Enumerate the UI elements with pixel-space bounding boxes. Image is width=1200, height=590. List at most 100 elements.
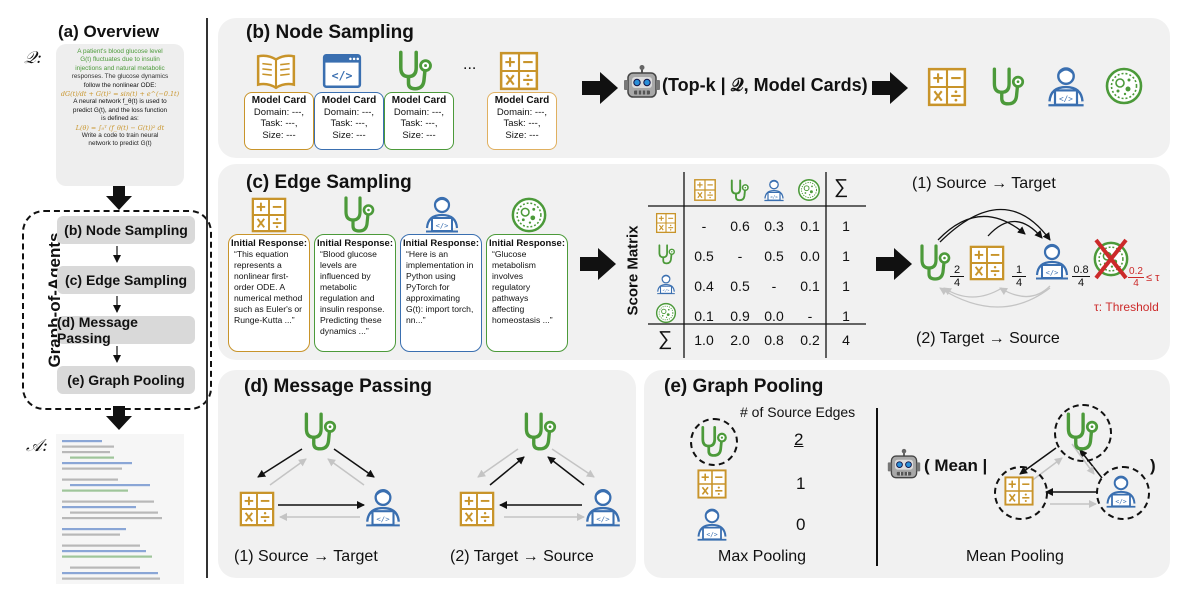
code-thumbnail xyxy=(56,434,184,584)
down-arrow-icon xyxy=(106,406,132,430)
step-graph-pooling: (e) Graph Pooling xyxy=(57,366,195,394)
message-passing-graph xyxy=(257,448,595,521)
initial-response-card: Initial Response:“This equation represen… xyxy=(228,234,310,352)
code-line xyxy=(62,500,154,503)
code-line xyxy=(70,511,158,514)
matrix-sum-cell: 0.8 xyxy=(764,332,784,348)
mean-formula-close: ) xyxy=(1150,456,1156,475)
question-line: follow the nonlinear ODE: xyxy=(83,81,157,89)
calculator-icon xyxy=(926,66,968,108)
question-line: A patient's blood glucose level xyxy=(77,48,163,55)
calculator-icon xyxy=(238,490,276,528)
code-window-icon xyxy=(320,50,364,92)
question-line: L(θ) = ∫₀ᵀ (f_θ(t) − G(t))² dt xyxy=(75,123,165,132)
question-line: is defined as: xyxy=(101,115,139,123)
model-card: Model Card Domain: ---, Task: ---, Size:… xyxy=(244,92,314,150)
stethoscope-icon xyxy=(727,177,751,203)
matrix-cell: 0.1 xyxy=(694,308,714,324)
matrix-cell: 0.5 xyxy=(694,248,714,264)
cell-icon xyxy=(797,178,821,202)
matrix-cell: - xyxy=(701,218,707,234)
target-source-label: (2) Target → Source xyxy=(916,330,1060,347)
robot-icon xyxy=(886,446,922,486)
stethoscope-icon xyxy=(518,410,560,452)
matrix-cell: 0.4 xyxy=(694,278,714,294)
calculator-icon xyxy=(497,50,541,92)
pooled-node-circle xyxy=(1096,466,1150,520)
matrix-cell: 1 xyxy=(842,278,850,294)
node-sampling-title: (b) Node Sampling xyxy=(246,22,414,43)
matrix-sum-cell: 1.0 xyxy=(694,332,714,348)
score-matrix-label: Score Matrix xyxy=(624,225,642,316)
matrix-cell: 0.5 xyxy=(730,278,750,294)
mean-pooling-label: Mean Pooling xyxy=(966,548,1064,565)
coder-icon xyxy=(362,486,404,528)
code-line xyxy=(62,462,132,465)
model-card: Model Card Domain: ---, Task: ---, Size:… xyxy=(384,92,454,150)
source-edge-count: 1 xyxy=(796,474,806,493)
threshold-label: τ: Threshold xyxy=(1094,300,1159,314)
sum-header: ∑ xyxy=(834,176,849,198)
stethoscope-icon xyxy=(392,48,436,92)
code-line xyxy=(70,456,114,459)
edge-sampling-title: (c) Edge Sampling xyxy=(246,172,412,193)
pooled-node-circle xyxy=(1054,404,1112,462)
matrix-cell: 1 xyxy=(842,248,850,264)
tau-inequality: ≤ τ xyxy=(1146,272,1160,284)
coder-icon xyxy=(694,506,730,542)
matrix-cell: 1 xyxy=(842,218,850,234)
coder-icon xyxy=(1044,64,1088,108)
book-icon xyxy=(254,50,298,92)
matrix-cell: 0.1 xyxy=(800,278,820,294)
matrix-sum-cell: 2.0 xyxy=(730,332,750,348)
stethoscope-icon xyxy=(338,194,378,234)
right-arrow-icon xyxy=(580,248,616,280)
selected-node-circle xyxy=(690,418,738,466)
question-line: Write a code to train neural xyxy=(81,132,159,140)
source-target-label: (1) Source → Target xyxy=(912,175,1056,192)
divider xyxy=(206,18,208,578)
robot-icon xyxy=(622,62,662,106)
code-line xyxy=(62,555,152,558)
score-matrix-lines xyxy=(648,172,866,358)
pooling-divider xyxy=(876,408,878,566)
question-line: dG(t)/dt + G(t)² = sin(t) + e^(−0.1t) xyxy=(60,90,180,99)
matrix-cell: 0.1 xyxy=(800,218,820,234)
overview-title: (a) Overview xyxy=(58,22,160,41)
pooled-node-circle xyxy=(994,466,1048,520)
matrix-cell: 0.9 xyxy=(730,308,750,324)
coder-icon xyxy=(762,177,786,203)
code-line xyxy=(62,506,136,509)
code-line xyxy=(62,572,158,575)
matrix-cell: 0.0 xyxy=(800,248,820,264)
calculator-icon xyxy=(655,212,677,234)
stethoscope-icon xyxy=(914,242,954,282)
code-line xyxy=(62,550,146,553)
coder-icon xyxy=(655,272,677,296)
ellipsis: ... xyxy=(463,56,477,73)
matrix-cell: 0.6 xyxy=(730,218,750,234)
source-edge-count: 0 xyxy=(796,515,806,534)
question-line: A neural network f_θ(t) is used to xyxy=(73,98,167,106)
coder-icon xyxy=(1032,240,1072,282)
cell-icon xyxy=(510,196,548,234)
question-line: responses. The glucose dynamics xyxy=(71,73,169,81)
code-line xyxy=(62,517,162,520)
model-card: Model Card Domain: ---, Task: ---, Size:… xyxy=(314,92,384,150)
source-edge-count: 2 xyxy=(794,430,804,449)
question-line: G(t) fluctuates due to insulin xyxy=(80,56,160,64)
question-line: network to predict G(t) xyxy=(88,140,152,148)
question-line: injections and natural metabolic xyxy=(75,64,165,72)
matrix-sum-cell: 4 xyxy=(842,332,850,348)
coder-icon xyxy=(582,486,624,528)
calculator-icon xyxy=(693,178,717,202)
mp-source-target-label: (1) Source → Target xyxy=(234,548,378,565)
stethoscope-icon xyxy=(696,424,730,458)
initial-response-card: Initial Response:“Blood glucose levels a… xyxy=(314,234,396,352)
graph-of-agents-label: Graph-of-Agents xyxy=(45,232,64,368)
matrix-cell: 1 xyxy=(842,308,850,324)
model-card: Model Card Domain: ---, Task: ---, Size:… xyxy=(487,92,557,150)
